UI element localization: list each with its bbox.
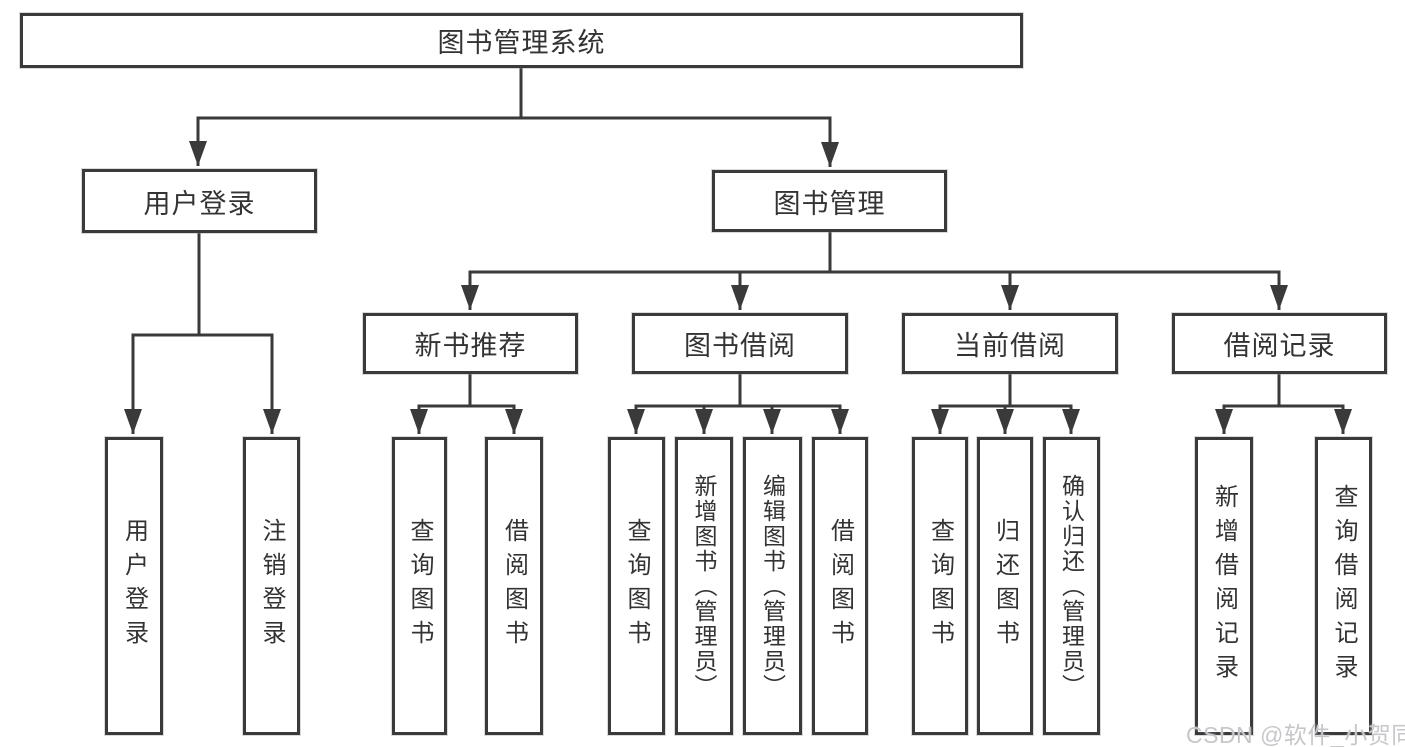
leaf-query-borrow-record: 查询借阅记录 (1315, 437, 1372, 735)
leaf-confirm-return-admin: 确认归还（管理员） (1043, 437, 1100, 735)
leaf-query-books-current: 查询图书 (912, 437, 968, 735)
node-current-borrow-label: 当前借阅 (954, 331, 1066, 361)
connector-book-borrow-split (634, 374, 842, 408)
leaf-add-books-admin: 新增图书（管理员） (675, 437, 733, 735)
node-book-mgmt-label: 图书管理 (773, 188, 886, 219)
node-new-book-rec: 新书推荐 (363, 313, 578, 374)
node-root-label: 图书管理系统 (437, 28, 606, 58)
leaf-query-books-borrow: 查询图书 (608, 437, 665, 735)
leaf-borrow-books-rec: 借阅图书 (485, 437, 543, 735)
node-borrow-records-label: 借阅记录 (1223, 331, 1336, 361)
connector-root-split (196, 68, 832, 120)
leaf-query-borrow-record-label: 查询借阅记录 (1330, 484, 1357, 688)
leaf-query-books-rec-label: 查询图书 (406, 518, 433, 654)
leaf-borrow-books-label: 借阅图书 (826, 518, 854, 654)
connector-borrow-records-split (1222, 374, 1345, 408)
leaf-return-books: 归还图书 (977, 437, 1033, 735)
connector-user-login-split (131, 233, 274, 337)
leaf-logout: 注销登录 (243, 437, 300, 735)
leaf-user-login: 用户登录 (105, 437, 163, 735)
leaf-user-login-label: 用户登录 (120, 518, 148, 654)
connector-new-book-split (417, 374, 516, 408)
leaf-edit-books-admin: 编辑图书（管理员） (743, 437, 802, 735)
node-book-borrow-label: 图书借阅 (684, 331, 796, 361)
connector-book-mgmt-split (468, 232, 1281, 274)
node-new-book-rec-label: 新书推荐 (414, 331, 527, 361)
leaf-edit-books-admin-label: 编辑图书（管理员） (759, 473, 786, 699)
leaf-borrow-books-rec-label: 借阅图书 (500, 518, 528, 654)
node-book-mgmt: 图书管理 (712, 170, 947, 232)
csdn-watermark: CSDN @软件_小贺同学 (1186, 722, 1405, 747)
node-borrow-records: 借阅记录 (1172, 313, 1387, 374)
connector-current-borrow-split (938, 374, 1073, 408)
node-user-login: 用户登录 (82, 169, 317, 233)
leaf-borrow-books: 借阅图书 (812, 437, 868, 735)
node-root: 图书管理系统 (20, 13, 1023, 68)
leaf-query-books-current-label: 查询图书 (926, 518, 954, 654)
leaf-add-borrow-record: 新增借阅记录 (1195, 437, 1253, 735)
node-current-borrow: 当前借阅 (902, 313, 1118, 374)
node-user-login-label: 用户登录 (143, 188, 256, 219)
leaf-add-borrow-record-label: 新增借阅记录 (1210, 484, 1238, 688)
node-book-borrow: 图书借阅 (632, 313, 848, 374)
leaf-add-books-admin-label: 新增图书（管理员） (691, 473, 717, 699)
leaf-confirm-return-admin-label: 确认归还（管理员） (1058, 473, 1085, 699)
leaf-query-books-rec: 查询图书 (392, 437, 447, 735)
leaf-return-books-label: 归还图书 (991, 518, 1019, 654)
leaf-query-books-borrow-label: 查询图书 (623, 518, 650, 654)
leaf-logout-label: 注销登录 (258, 518, 285, 654)
